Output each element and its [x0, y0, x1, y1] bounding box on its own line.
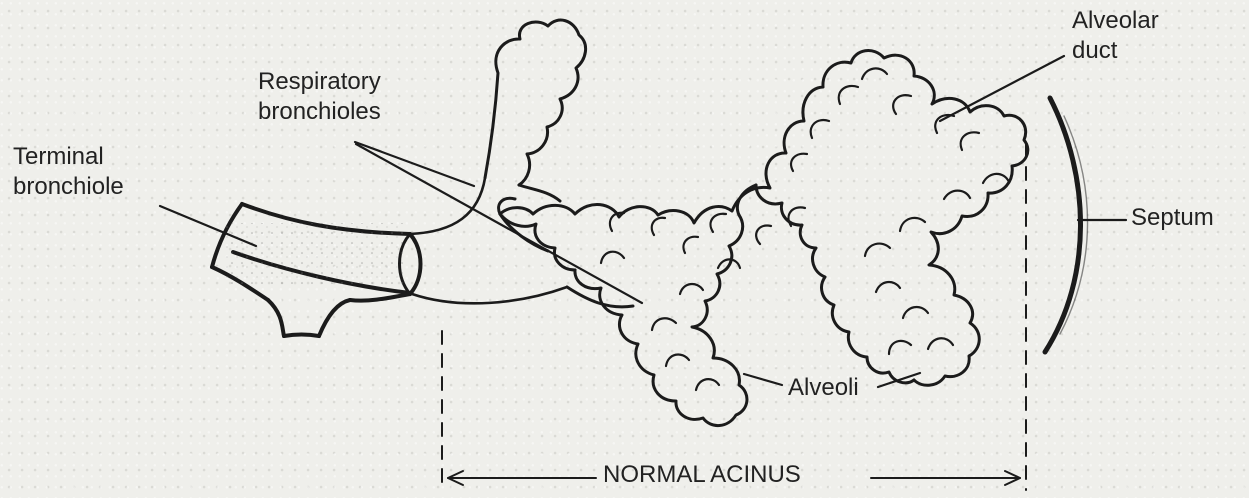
main-alveolar-cluster — [500, 51, 1028, 426]
alveoli-label: Alveoli — [788, 373, 859, 403]
respiratory-bronchioles-label: Respiratory bronchioles — [258, 67, 381, 127]
normal-acinus-label: NORMAL ACINUS — [603, 462, 801, 488]
septum-label: Septum — [1131, 203, 1214, 233]
upper-alveolar-lobe — [485, 20, 586, 214]
septum-drawing — [1045, 98, 1088, 352]
terminal-bronchiole-drawing — [212, 178, 567, 336]
acinus-boundary — [442, 144, 1026, 490]
terminal-bronchiole-label: Terminal bronchiole — [13, 142, 124, 202]
alveolar-duct-label: Alveolar duct — [1072, 6, 1159, 66]
